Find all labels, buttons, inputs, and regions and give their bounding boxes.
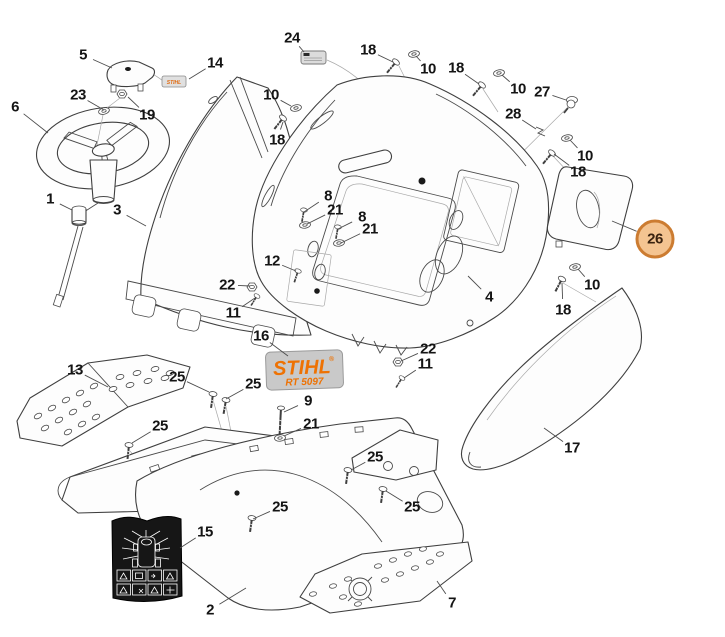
- side-panel-17: [460, 287, 643, 471]
- cap-nut: [116, 89, 128, 99]
- storage-recess: [443, 169, 520, 253]
- leader-lines: [23, 46, 637, 605]
- steering-sticker-text: STIHL: [167, 80, 181, 86]
- steering-sticker: STIHL: [161, 75, 187, 88]
- footplate-7: [299, 541, 473, 614]
- logo-registered-mark: ®: [329, 355, 335, 363]
- logo-plate: STIHL ® RT 5097: [265, 349, 344, 391]
- steering-wheel: [35, 106, 171, 204]
- clip-icon: [535, 126, 546, 137]
- logo-model-text: RT 5097: [285, 376, 324, 388]
- shaft-bushing: [71, 205, 87, 227]
- seat-opening: [307, 149, 456, 306]
- footplate-13: [16, 354, 191, 447]
- warning-label: [111, 515, 183, 603]
- info-sticker: [300, 50, 327, 65]
- cup-recesses: [419, 210, 464, 293]
- cap-washer: [96, 97, 121, 146]
- knob-icon: [563, 96, 578, 114]
- right-floor-bracket: [351, 429, 439, 481]
- cover-26: [546, 166, 634, 251]
- logo-brand-text: STIHL: [273, 356, 332, 380]
- steering-cap: [106, 60, 155, 93]
- steering-shaft: [52, 202, 99, 308]
- main-body: [251, 75, 550, 356]
